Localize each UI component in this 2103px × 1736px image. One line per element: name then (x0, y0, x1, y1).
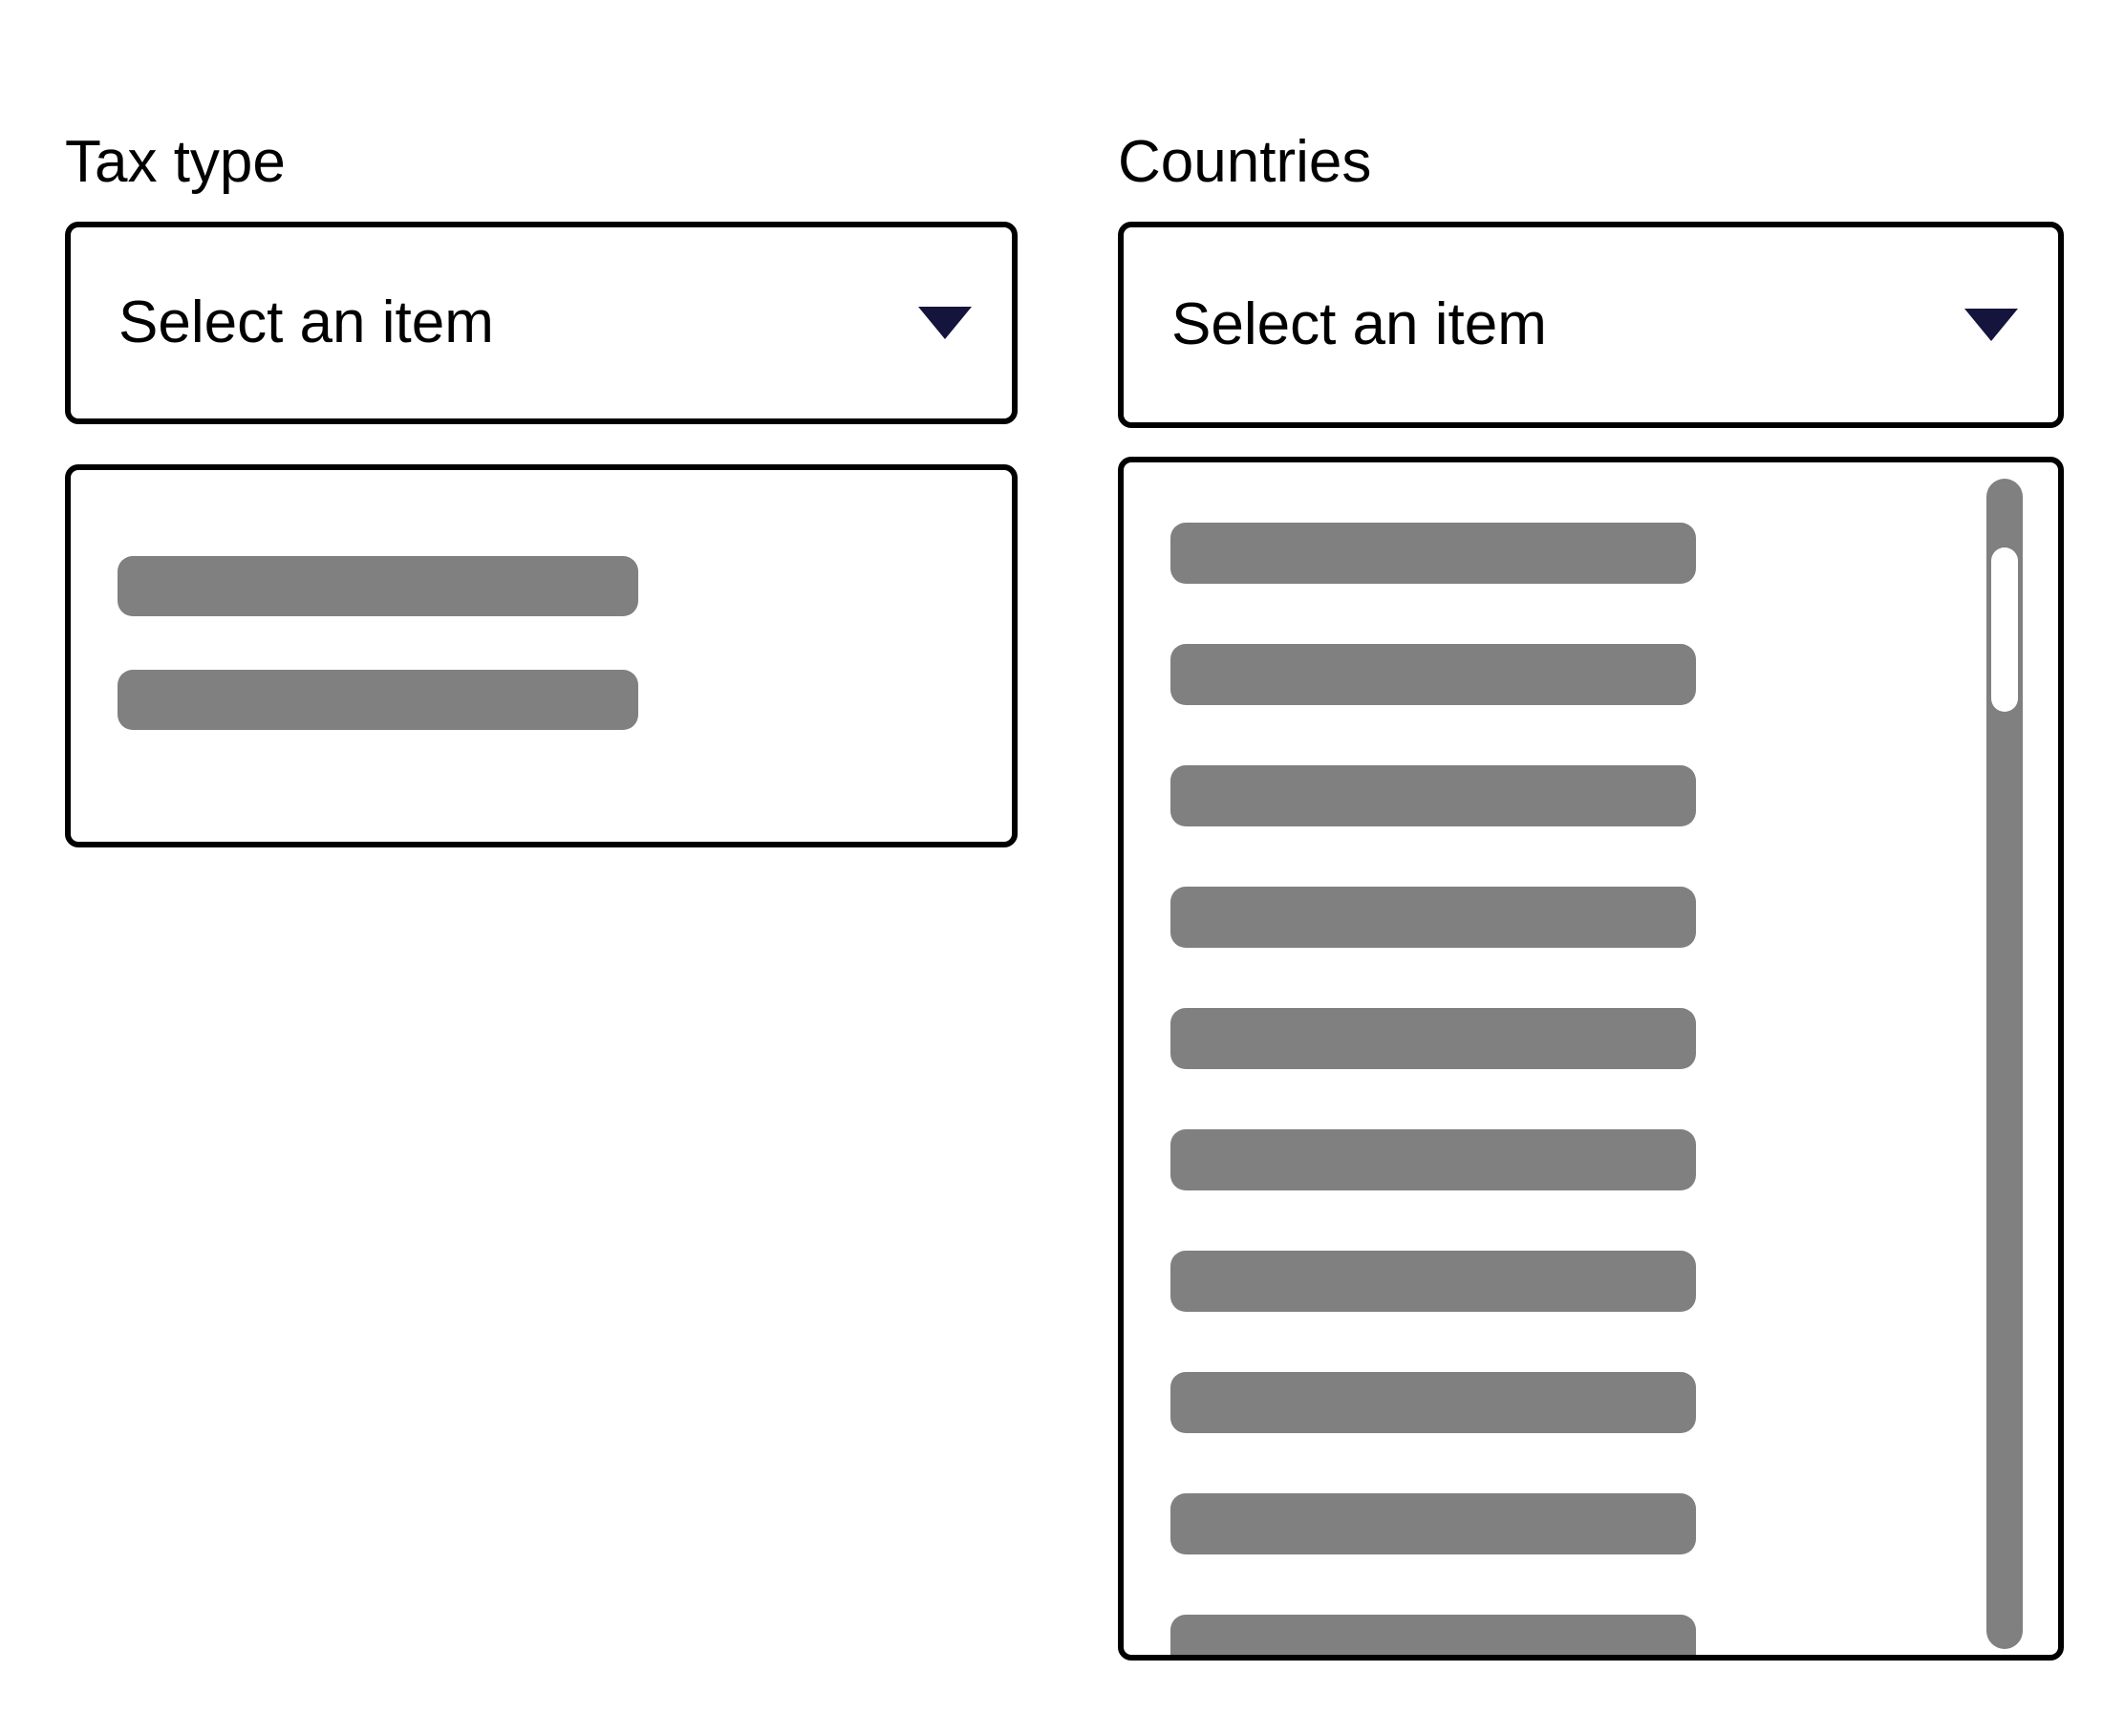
countries-options-panel[interactable] (1118, 457, 2064, 1661)
countries-select[interactable]: Select an item (1118, 222, 2064, 428)
skeleton-option-row (1170, 1615, 1696, 1655)
skeleton-option-row (1170, 1493, 1696, 1554)
skeleton-option-row (1170, 887, 1696, 948)
skeleton-option-row (1170, 1008, 1696, 1069)
skeleton-option-row (1170, 1129, 1696, 1190)
skeleton-option-row (118, 670, 638, 730)
countries-skeleton-list (1124, 462, 2058, 1655)
countries-label: Countries (1118, 129, 1372, 195)
countries-scrollbar[interactable] (1986, 479, 2023, 1649)
skeleton-option-row (1170, 1372, 1696, 1433)
skeleton-option-row (1170, 523, 1696, 584)
skeleton-option-row (118, 556, 638, 616)
tax-type-skeleton-list (71, 470, 1012, 842)
chevron-down-icon[interactable] (1964, 309, 2018, 341)
tax-type-select[interactable]: Select an item (65, 222, 1018, 424)
countries-select-value: Select an item (1171, 291, 1547, 357)
tax-type-label: Tax type (65, 129, 286, 195)
tax-type-options-panel[interactable] (65, 464, 1018, 847)
chevron-down-icon[interactable] (918, 307, 972, 339)
countries-scrollbar-thumb[interactable] (1991, 547, 2018, 712)
skeleton-option-row (1170, 765, 1696, 826)
skeleton-option-row (1170, 644, 1696, 705)
skeleton-option-row (1170, 1251, 1696, 1312)
tax-type-select-value: Select an item (118, 289, 494, 355)
